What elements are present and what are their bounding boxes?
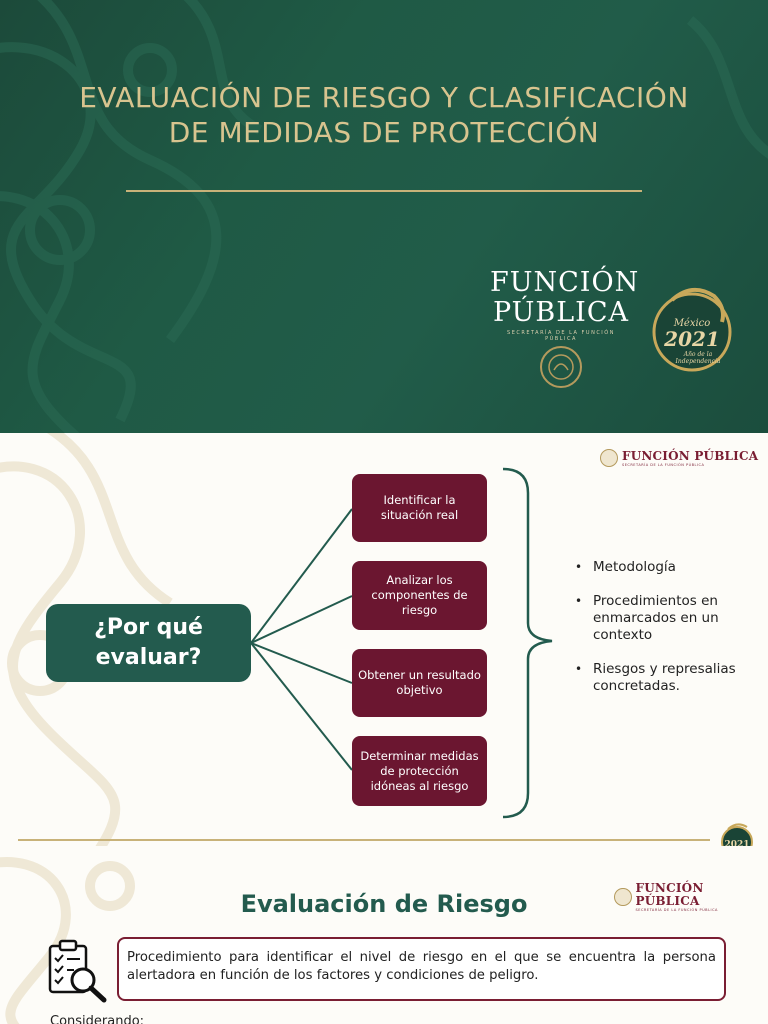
step-determine-measures: Determinar medidas de protección idóneas… xyxy=(352,736,487,806)
list-item: Riesgos y represalias concretadas. xyxy=(575,661,755,695)
funcion-publica-logo: FUNCIÓN PÚBLICA SECRETARÍA DE LA FUNCIÓN… xyxy=(600,449,758,467)
national-seal-icon xyxy=(540,346,582,388)
step-obtain-result: Obtener un resultado objetivo xyxy=(352,649,487,717)
presentation-title: EVALUACIÓN DE RIESGO Y CLASIFICACIÓN DE … xyxy=(79,81,689,149)
emblem-year: 2021 xyxy=(724,840,749,846)
title-slide: EVALUACIÓN DE RIESGO Y CLASIFICACIÓN DE … xyxy=(0,0,768,433)
funcion-publica-logo: FUNCIÓN PÚBLICA SECRETARÍA DE LA FUNCIÓN… xyxy=(490,267,640,343)
logo-line-2: PÚBLICA xyxy=(492,297,630,328)
national-seal-icon xyxy=(614,888,632,906)
mexico-2021-emblem: México 2021 Año de la Independencia xyxy=(652,288,732,372)
step-analyze: Analizar los componentes de riesgo xyxy=(352,561,487,630)
logo-line-1: FUNCIÓN xyxy=(490,267,640,298)
national-seal-icon xyxy=(600,449,618,467)
step-identify: Identificar la situación real xyxy=(352,474,487,542)
logo-subtitle: SECRETARÍA DE LA FUNCIÓN PÚBLICA xyxy=(635,908,718,912)
why-evaluate-box: ¿Por qué evaluar? xyxy=(46,604,251,682)
reasons-list: Metodología Procedimientos en enmarcados… xyxy=(575,559,755,712)
section-title: Evaluación de Riesgo xyxy=(240,890,528,918)
partial-text: Considerando: xyxy=(50,1014,145,1024)
clipboard-search-icon xyxy=(48,939,107,1003)
footer-divider xyxy=(18,839,710,841)
title-divider xyxy=(126,190,642,192)
logo-text: FUNCIÓN PÚBLICA xyxy=(622,448,759,463)
definition-box: Procedimiento para identificar el nivel … xyxy=(117,937,726,1001)
why-evaluate-slide: FUNCIÓN PÚBLICA SECRETARÍA DE LA FUNCIÓN… xyxy=(0,433,768,846)
emblem-caption-2: Independencia xyxy=(675,358,721,365)
emblem-country: México xyxy=(673,318,711,329)
brace xyxy=(502,467,553,819)
logo-subtitle: SECRETARÍA DE LA FUNCIÓN PÚBLICA xyxy=(507,330,615,342)
background-pattern xyxy=(0,0,768,433)
risk-evaluation-slide: FUNCIÓN PÚBLICA SECRETARÍA DE LA FUNCIÓN… xyxy=(0,846,768,1024)
emblem-caption-1: Año de la xyxy=(683,351,713,358)
logo-text: FUNCIÓN PÚBLICA xyxy=(635,881,704,908)
list-item: Procedimientos en enmarcados en un conte… xyxy=(575,593,755,644)
list-item: Metodología xyxy=(575,559,755,576)
mexico-2021-emblem: 2021 xyxy=(721,823,753,846)
logo-subtitle: SECRETARÍA DE LA FUNCIÓN PÚBLICA xyxy=(622,462,705,467)
funcion-publica-logo: FUNCIÓN PÚBLICA SECRETARÍA DE LA FUNCIÓN… xyxy=(614,882,768,912)
emblem-year: 2021 xyxy=(663,327,720,351)
connector-lines xyxy=(250,467,553,819)
